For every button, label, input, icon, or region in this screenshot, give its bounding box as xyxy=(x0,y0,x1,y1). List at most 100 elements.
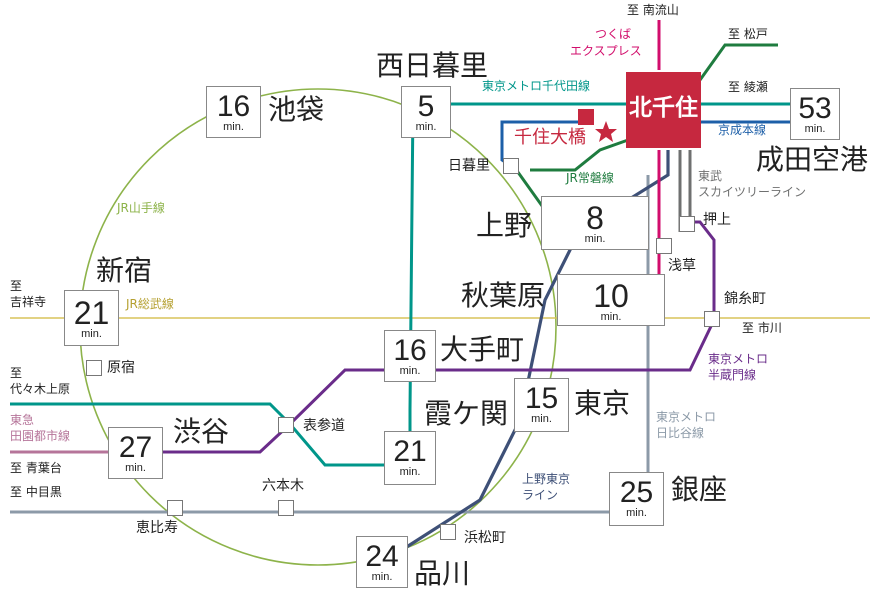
minutes-akihabara: 10 xyxy=(593,278,629,314)
line-joban: JR常磐線 xyxy=(566,171,614,185)
name-otemachi: 大手町 xyxy=(440,333,525,366)
name-ikebukuro: 池袋 xyxy=(268,93,325,126)
dir-kichijoji-2: 吉祥寺 xyxy=(10,295,47,309)
name-tokyo: 東京 xyxy=(574,387,631,420)
line-ueno-tokyo-1: 上野東京 xyxy=(522,472,571,486)
station-omotesando: 表参道 xyxy=(303,418,345,434)
station-oshiage: 押上 xyxy=(703,212,731,228)
line-hibiya-1: 東京メトロ xyxy=(656,410,717,424)
station-marker-ebisu xyxy=(167,500,183,516)
name-nishinippori: 西日暮里 xyxy=(376,49,489,82)
station-hamamatsucho: 浜松町 xyxy=(464,530,506,546)
minutes-shinjuku: 21 xyxy=(73,295,110,331)
name-akihabara: 秋葉原 xyxy=(461,279,546,312)
line-tobu-1: 東武 xyxy=(698,169,723,183)
unit-label: min. xyxy=(626,507,647,519)
name-kasumigaseki: 霞ケ関 xyxy=(424,397,509,430)
dir-yoyogiuehara-1: 至 xyxy=(10,366,23,380)
minutes-otemachi: 16 xyxy=(393,334,427,367)
line-keisei: 京成本線 xyxy=(718,123,767,137)
line-tokyu-1: 東急 xyxy=(10,413,35,427)
chiyoda-line xyxy=(10,102,630,467)
station-roppongi: 六本木 xyxy=(262,478,304,494)
line-tobu-2: スカイツリーライン xyxy=(698,185,807,199)
minutes-ginza: 25 xyxy=(619,476,654,509)
box-ikebukuro: 16 min. xyxy=(206,86,261,138)
unit-label: min. xyxy=(125,462,146,474)
unit-label: min. xyxy=(399,466,421,478)
minutes-nishinippori: 5 xyxy=(417,90,435,123)
box-tokyo: 15 min. xyxy=(514,378,569,432)
box-ginza: 25 min. xyxy=(609,472,664,526)
box-otemachi: 16 min. xyxy=(384,330,436,382)
unit-label: min. xyxy=(415,121,437,133)
station-nippori: 日暮里 xyxy=(448,158,490,174)
unit-label: min. xyxy=(81,328,102,340)
line-yamanote: JR山手線 xyxy=(117,201,165,215)
station-marker-harajuku xyxy=(86,360,102,376)
dir-nakameguro: 至 中目黒 xyxy=(10,485,62,499)
unit-label: min. xyxy=(223,121,244,133)
line-hanzomon-1: 東京メトロ xyxy=(708,352,769,366)
line-sobu: JR総武線 xyxy=(126,297,174,311)
box-shibuya: 27 min. xyxy=(108,427,163,479)
line-hibiya-2: 日比谷線 xyxy=(656,426,705,440)
station-ebisu: 恵比寿 xyxy=(136,520,178,536)
line-hanzomon-2: 半蔵門線 xyxy=(708,368,757,382)
station-marker-nippori xyxy=(503,158,519,174)
station-marker-roppongi xyxy=(278,500,294,516)
station-marker-kinshicho xyxy=(704,311,720,327)
station-marker-oshiage xyxy=(679,216,695,232)
box-shinagawa: 24 min. xyxy=(356,536,408,588)
line-chiyoda: 東京メトロ千代田線 xyxy=(482,79,591,93)
unit-label: min. xyxy=(804,123,826,135)
station-marker-hamamatsucho xyxy=(440,524,456,540)
minutes-ueno: 8 xyxy=(586,200,604,236)
box-narita: 53 min. xyxy=(790,88,840,140)
station-marker-asakusa xyxy=(656,238,672,254)
minutes-shibuya: 27 xyxy=(118,431,153,464)
dir-kichijoji-1: 至 xyxy=(10,279,23,293)
unit-label: min. xyxy=(584,233,606,245)
name-shinjuku: 新宿 xyxy=(96,254,153,287)
line-tx-2: エクスプレス xyxy=(570,44,642,58)
station-marker-omotesando xyxy=(278,417,294,433)
minutes-narita: 53 xyxy=(798,92,832,125)
unit-label: min. xyxy=(399,365,421,377)
line-tokyu-2: 田園都市線 xyxy=(10,429,71,443)
kitasenju-hub xyxy=(626,72,701,148)
box-ueno: 8 min. xyxy=(541,196,649,250)
line-tx-1: つくば xyxy=(595,27,632,41)
box-kasumigaseki: 21 min. xyxy=(384,431,436,485)
dir-minaminagareyama: 至 南流山 xyxy=(627,3,679,17)
name-narita: 成田空港 xyxy=(756,143,869,176)
station-kinshicho: 錦糸町 xyxy=(724,291,766,307)
joban-line xyxy=(698,43,778,81)
station-harajuku: 原宿 xyxy=(107,360,135,376)
minutes-ikebukuro: 16 xyxy=(216,90,251,123)
name-ueno: 上野 xyxy=(476,209,533,242)
dir-yoyogiuehara-2: 代々木上原 xyxy=(10,382,71,396)
dir-aobadai: 至 青葉台 xyxy=(10,461,62,475)
minutes-kasumigaseki: 21 xyxy=(393,435,427,468)
name-ginza: 銀座 xyxy=(671,473,728,506)
minutes-tokyo: 15 xyxy=(524,382,559,415)
name-shinagawa: 品川 xyxy=(414,557,471,590)
box-shinjuku: 21 min. xyxy=(64,290,119,346)
dir-ayase: 至 綾瀬 xyxy=(728,80,768,94)
minutes-shinagawa: 24 xyxy=(365,540,399,573)
unit-label: min. xyxy=(600,311,622,323)
local-station-label: 千住大橋 xyxy=(514,127,586,148)
hanzomon-line xyxy=(110,220,716,454)
dir-matsudo: 至 松戸 xyxy=(728,27,768,41)
star-icon xyxy=(595,121,617,142)
line-ueno-tokyo-2: ライン xyxy=(522,488,559,502)
box-nishinippori: 5 min. xyxy=(401,86,451,138)
name-shibuya: 渋谷 xyxy=(173,415,230,448)
dir-ichikawa: 至 市川 xyxy=(742,321,782,335)
box-akihabara: 10 min. xyxy=(557,274,665,326)
unit-label: min. xyxy=(371,571,393,583)
hub-label: 北千住 xyxy=(629,95,698,121)
unit-label: min. xyxy=(531,413,552,425)
